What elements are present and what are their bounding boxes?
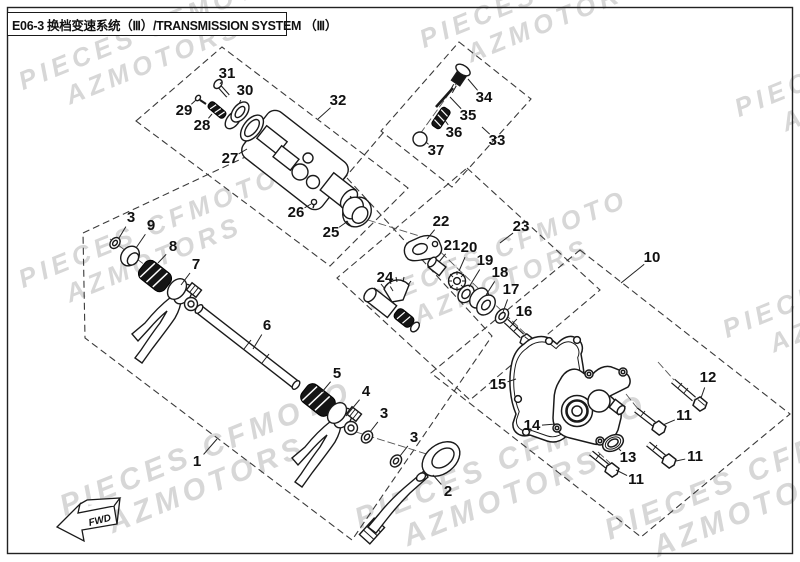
dashed-box-33 <box>380 41 532 188</box>
callout-7: 7 <box>191 256 201 273</box>
callout-31: 31 <box>218 65 236 82</box>
part-3-ring-a <box>109 236 121 250</box>
callout-11: 11 <box>676 407 692 424</box>
callout-28: 28 <box>193 117 211 134</box>
part-8-spring <box>137 259 173 293</box>
part-31-screw <box>213 78 230 98</box>
callout-1: 1 <box>192 453 202 470</box>
title-box: E06-3 换档变速系统（Ⅲ）/TRANSMISSION SYSTEM （Ⅲ） <box>7 12 337 36</box>
callout-23: 23 <box>512 218 530 235</box>
callout-27: 27 <box>221 150 239 167</box>
part-2-gear-shift-arm <box>358 441 461 545</box>
part-35-pin-rod <box>435 87 454 108</box>
fwd-arrow: FWD <box>55 497 122 543</box>
callout-4: 4 <box>361 383 371 400</box>
callout-6: 6 <box>262 317 272 334</box>
dashed-box-23 <box>336 167 601 401</box>
callout-20: 20 <box>460 239 478 256</box>
part-7-shift-fork <box>131 277 203 364</box>
callout-32: 32 <box>329 92 347 109</box>
dashed-box-10 <box>430 249 791 538</box>
part-37-ball <box>412 131 428 147</box>
part-28-spring <box>207 101 227 119</box>
part-5-spring <box>300 383 336 417</box>
callout-16: 16 <box>515 303 533 320</box>
dashed-box-32 <box>135 46 409 267</box>
callout-36: 36 <box>445 124 463 141</box>
callout-11: 11 <box>628 471 644 488</box>
part-18-cam <box>469 287 496 316</box>
part-9-cap <box>119 245 141 267</box>
callout-leader-lines <box>118 78 706 485</box>
callout-3: 3 <box>409 429 419 446</box>
part-21-spacer <box>427 256 447 277</box>
callout-14: 14 <box>523 417 541 434</box>
page-title: E06-3 换档变速系统（Ⅲ）/TRANSMISSION SYSTEM （Ⅲ） <box>12 18 338 33</box>
part-22-cam-plate <box>403 234 443 262</box>
callout-30: 30 <box>236 82 254 99</box>
callout-21: 21 <box>443 237 461 254</box>
callout-29: 29 <box>175 102 193 119</box>
callout-22: 22 <box>432 213 450 230</box>
part-17-washer <box>494 308 510 324</box>
callout-3: 3 <box>379 405 389 422</box>
callout-18: 18 <box>491 264 509 281</box>
part-6-fork-shaft <box>194 303 301 391</box>
callout-11: 11 <box>687 448 703 465</box>
page-border <box>6 6 794 555</box>
part-25-cam-segment <box>341 196 372 228</box>
part-11-bolt-c <box>589 450 620 479</box>
part-3-ring-b <box>360 430 374 444</box>
callout-37: 37 <box>427 142 445 159</box>
part-11-bolt-a <box>634 407 667 437</box>
part-20-star-gear <box>447 271 467 291</box>
callout-8: 8 <box>168 238 178 255</box>
box-connector-line <box>331 132 384 194</box>
part-11-bolt-b <box>646 441 677 470</box>
callout-35: 35 <box>459 107 477 124</box>
callout-2: 2 <box>443 483 453 500</box>
callout-33: 33 <box>488 132 506 149</box>
callout-13: 13 <box>619 449 637 466</box>
callout-25: 25 <box>322 224 340 241</box>
callout-3: 3 <box>126 209 136 226</box>
fwd-arrow-label: FWD <box>88 513 113 529</box>
part-26-pin <box>310 198 318 209</box>
part-24-sector-gear-shaft <box>363 276 421 333</box>
callout-19: 19 <box>476 252 494 269</box>
part-14-cover <box>552 365 631 446</box>
callout-34: 34 <box>475 89 493 106</box>
callout-5: 5 <box>332 365 342 382</box>
callout-17: 17 <box>502 281 520 298</box>
part-12-bolt <box>671 378 708 413</box>
callout-26: 26 <box>287 204 305 221</box>
callout-12: 12 <box>699 369 717 386</box>
part-30-washer <box>224 101 250 130</box>
callout-15: 15 <box>489 376 507 393</box>
callout-9: 9 <box>146 217 156 234</box>
callout-10: 10 <box>643 249 661 266</box>
part-13-seal <box>601 433 625 453</box>
callout-24: 24 <box>376 269 394 286</box>
